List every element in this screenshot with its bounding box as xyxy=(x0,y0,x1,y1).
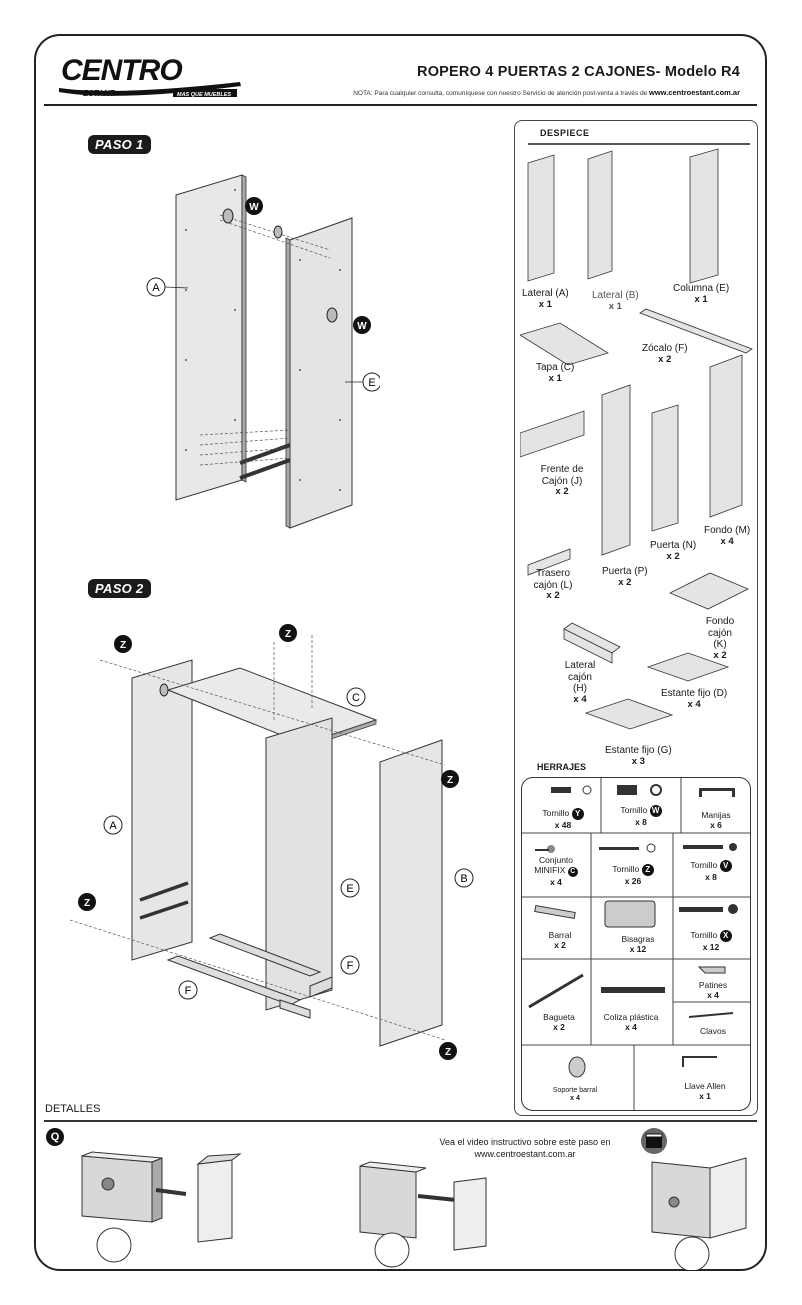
part-estante-d: Estante fijo (D)x 4 xyxy=(661,688,728,710)
part-lateral-cajon-h: Lateral cajón (H)x 4 xyxy=(564,660,596,705)
part-fondo-m: Fondo (M)x 4 xyxy=(704,525,751,547)
label-a: A xyxy=(152,282,160,294)
note-url: www.centroestant.com.ar xyxy=(649,88,740,97)
part-puerta-p: Puerta (P)x 2 xyxy=(602,566,648,588)
part-frente-cajon-j: Frente de Cajón (J)x 2 xyxy=(540,464,584,497)
paso-2-badge: PASO 2 xyxy=(88,579,151,598)
centro-logo: CENTRO ESTANT MAS QUE MUEBLES xyxy=(59,54,241,98)
step1-diagram: A E W W xyxy=(146,174,380,529)
document-title: ROPERO 4 PUERTAS 2 CAJONES- Modelo R4 xyxy=(417,64,740,80)
video-note: Vea el video instructivo sobre este paso… xyxy=(420,1137,630,1160)
label-f2: F xyxy=(347,960,354,972)
video-text: Vea el video instructivo sobre este paso… xyxy=(439,1137,611,1147)
herraje-clavos: Clavos xyxy=(700,1026,726,1036)
label-z5: Z xyxy=(445,1047,451,1058)
label-e: E xyxy=(368,377,375,389)
video-clapper-icon xyxy=(641,1128,667,1154)
despiece-title: DESPIECE xyxy=(540,128,590,138)
detail-marker: Q xyxy=(46,1128,64,1146)
part-estante-g: Estante fijo (G)x 3 xyxy=(605,745,672,767)
label-z3: Z xyxy=(447,775,453,786)
page-frame xyxy=(34,34,767,1271)
part-zocalo-f: Zócalo (F)x 2 xyxy=(642,343,688,365)
part-columna-e: Columna (E)x 1 xyxy=(673,283,730,305)
step2-diagram: C A E B F F Z Z Z Z Z xyxy=(69,624,474,1060)
video-url: www.centroestant.com.ar xyxy=(474,1148,576,1159)
despiece-divider xyxy=(528,143,750,145)
part-fondo-cajon-k: Fondo cajón (K)x 2 xyxy=(705,616,735,661)
label-b: B xyxy=(460,873,467,885)
herrajes-box xyxy=(521,777,751,1111)
detalles-title: DETALLES xyxy=(45,1103,101,1115)
label-e2: E xyxy=(346,883,353,895)
header-divider xyxy=(44,104,757,106)
label-a2: A xyxy=(109,820,117,832)
label-w2: W xyxy=(357,321,367,332)
despiece-panel xyxy=(514,120,758,1116)
herrajes-title: HERRAJES xyxy=(537,762,587,772)
part-puerta-n: Puerta (N)x 2 xyxy=(650,540,697,562)
part-lateral-b: Lateral (B)x 1 xyxy=(592,290,639,312)
contact-note: NOTA: Para cualquier consulta, comuníque… xyxy=(353,88,740,97)
label-w1: W xyxy=(249,202,259,213)
label-z1: Z xyxy=(120,640,126,651)
label-c: C xyxy=(352,692,360,704)
note-text: NOTA: Para cualquier consulta, comuníque… xyxy=(353,90,648,97)
detalles-divider xyxy=(44,1120,757,1122)
part-trasero-cajon-l: Trasero cajón (L)x 2 xyxy=(533,568,573,601)
herrajes-grid xyxy=(521,777,751,1111)
label-f1: F xyxy=(185,985,192,997)
brand-sub: ESTANT xyxy=(83,89,116,98)
parts-illustrations xyxy=(520,148,753,730)
part-lateral-a: Lateral (A)x 1 xyxy=(522,288,569,310)
paso-1-badge: PASO 1 xyxy=(88,135,151,154)
brand-text: CENTRO xyxy=(61,54,182,87)
label-z2: Z xyxy=(285,629,291,640)
brand-tagline: MAS QUE MUEBLES xyxy=(177,92,231,98)
detail-illustrations xyxy=(81,1151,747,1270)
part-tapa-c: Tapa (C)x 1 xyxy=(536,362,575,384)
label-z4: Z xyxy=(84,898,90,909)
